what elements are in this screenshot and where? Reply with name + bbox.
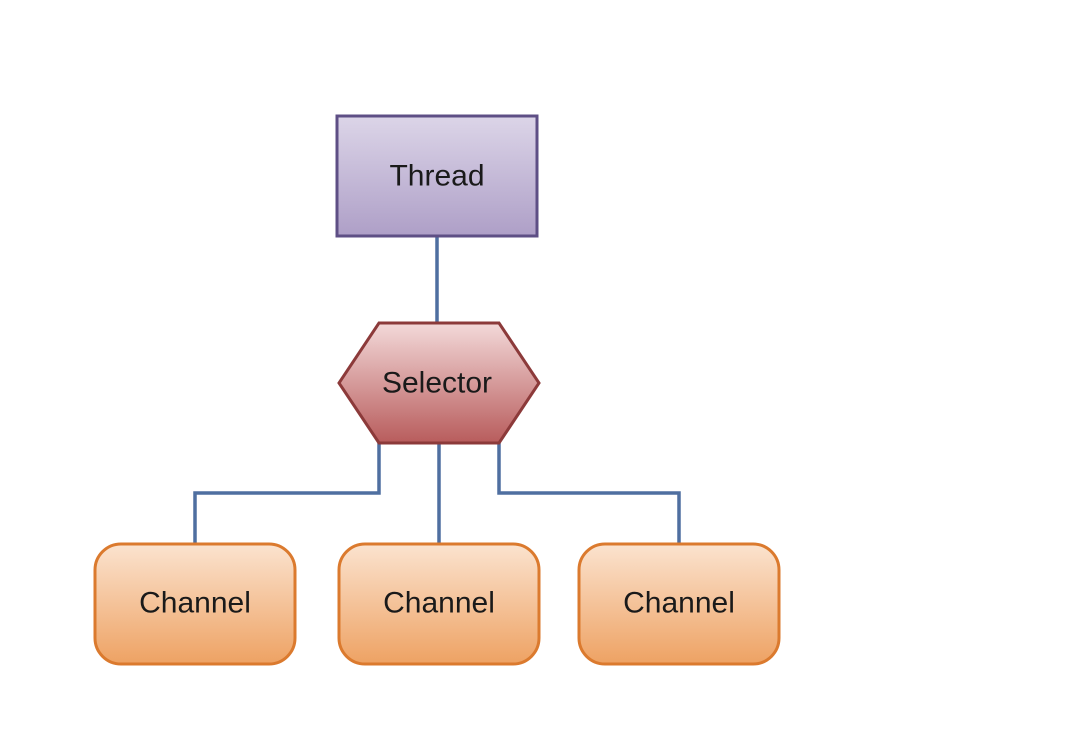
channel-node: Channel bbox=[93, 542, 297, 666]
channel-node: Channel bbox=[337, 542, 541, 666]
connector-selector-channel-3 bbox=[497, 443, 681, 544]
thread-label: Thread bbox=[389, 160, 484, 193]
channel-box bbox=[577, 542, 781, 666]
thread-node: Thread bbox=[335, 114, 539, 238]
channel-node: Channel bbox=[577, 542, 781, 666]
thread-box bbox=[335, 114, 539, 238]
channel-label: Channel bbox=[623, 587, 735, 620]
selector-label: Selector bbox=[382, 367, 492, 400]
connector-selector-channel-1 bbox=[193, 443, 381, 544]
channel-label: Channel bbox=[383, 587, 495, 620]
channel-box bbox=[337, 542, 541, 666]
channel-label: Channel bbox=[139, 587, 251, 620]
selector-node: Selector bbox=[337, 321, 541, 445]
channel-box bbox=[93, 542, 297, 666]
connectors bbox=[193, 236, 681, 544]
selector-hexagon bbox=[337, 321, 541, 445]
